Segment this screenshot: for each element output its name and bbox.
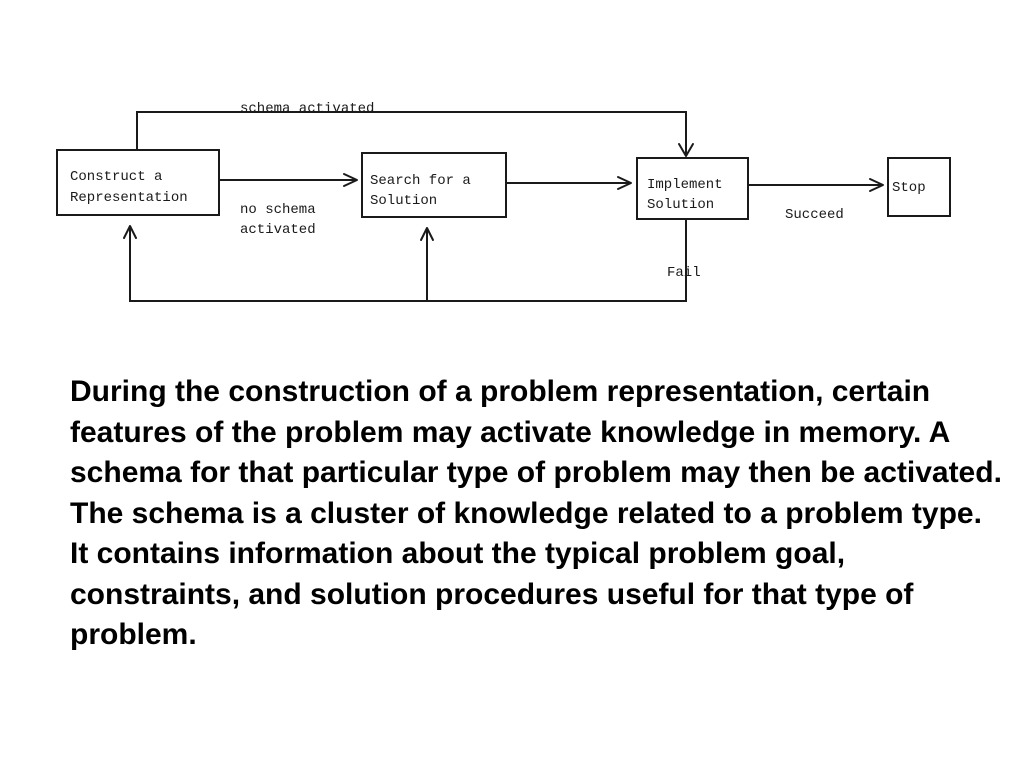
slide-body-text: During the construction of a problem rep… — [70, 375, 1002, 651]
node-implement-label-line2: Solution — [647, 197, 714, 213]
node-implement-solution: Implement Solution — [636, 157, 749, 220]
edge-no-schema-activated: no schema activated — [219, 173, 358, 238]
node-stop-label: Stop — [892, 180, 926, 196]
node-stop: Stop — [887, 157, 951, 217]
edge-fail: Fail — [123, 219, 701, 302]
node-search-label-line1: Search for a — [370, 173, 471, 189]
node-implement-label-line1: Implement — [647, 177, 723, 193]
edge-succeed: Succeed — [748, 178, 884, 223]
node-search-solution: Search for a Solution — [361, 152, 507, 218]
node-construct-label-line1: Construct a — [70, 169, 162, 185]
node-search-label-line2: Solution — [370, 193, 437, 209]
edge-schema-activated-label: schema activated — [240, 101, 374, 117]
edge-fail-label: Fail — [667, 265, 701, 281]
edge-no-schema-label-line1: no schema — [240, 202, 316, 218]
node-construct-label-line2: Representation — [70, 190, 188, 206]
edge-succeed-label: Succeed — [785, 207, 844, 223]
edge-schema-activated: schema activated — [136, 101, 694, 157]
node-construct-representation: Construct a Representation — [56, 149, 220, 216]
edge-search-to-implement — [506, 176, 632, 190]
edge-no-schema-label-line2: activated — [240, 222, 316, 238]
schema-flow-diagram: Construct a Representation Search for a … — [56, 101, 951, 302]
